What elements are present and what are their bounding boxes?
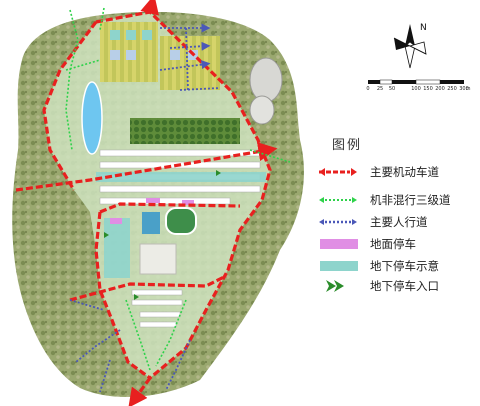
underground-parking-zone [104, 218, 130, 278]
legend-item-main-road: 主要机动车道 [312, 164, 480, 180]
central-plaza [139, 243, 177, 275]
scale-tick: 150 [423, 86, 433, 92]
field-block [110, 50, 120, 60]
surface-parking-swatch [320, 239, 358, 249]
main-road-swatch [319, 168, 357, 176]
field-block [170, 50, 180, 60]
housing-rows-south [131, 289, 183, 328]
legend-item-pedestrian: 主要人行道 [312, 214, 480, 230]
dome-structure [249, 57, 283, 103]
scale-tick: 100 [411, 86, 421, 92]
compass-icon [393, 24, 427, 69]
legend-item-underground-parking: 地下停车示意 [312, 258, 480, 274]
underground-parking-zone [96, 172, 266, 182]
dome-structure [249, 95, 275, 125]
sports-field [165, 207, 197, 235]
legend-label: 主要机动车道 [370, 165, 439, 179]
legend-title: 图例 [332, 138, 363, 153]
scale-tick: 25 [376, 86, 384, 92]
legend-item-underground-entrance: 地下停车入口 [312, 278, 480, 294]
field-block [160, 36, 220, 90]
legend-label: 地面停车 [370, 237, 416, 251]
pedestrian-network [69, 23, 221, 393]
legend-item-mixed-road: 机非混行三级道 [312, 192, 480, 208]
legend-label: 机非混行三级道 [370, 193, 451, 207]
compass-label: N [420, 23, 427, 33]
legend-label: 地下停车入口 [370, 279, 439, 293]
lake [81, 81, 103, 155]
scale-tick: 250 [447, 86, 457, 92]
mixed-road-network [65, 7, 291, 371]
surface-parking-zone [110, 218, 122, 224]
pedestrian-swatch [319, 219, 357, 225]
underground-parking-swatch [320, 261, 358, 271]
legend-label: 主要人行道 [370, 215, 428, 229]
mixed-road-swatch [319, 197, 357, 203]
legend-label: 地下停车示意 [370, 259, 439, 273]
scale-tick: 300 [459, 86, 469, 92]
field-block [142, 30, 152, 40]
scale-tick: 0 [366, 86, 370, 92]
scale-tick: 200 [435, 86, 445, 92]
field-block [126, 30, 136, 40]
field-block [110, 30, 120, 40]
scale-bar-graphic [368, 79, 464, 85]
tree-belt [130, 118, 240, 144]
field-block [126, 50, 136, 60]
legend-item-surface-parking: 地面停车 [312, 236, 480, 252]
surface-parking-zone [182, 200, 194, 205]
surface-parking-zone [146, 198, 160, 203]
scale-tick: 50 [388, 86, 396, 92]
sports-field-court [142, 212, 160, 234]
underground-entrance-marker [104, 170, 221, 300]
underground-entrance-icon [326, 280, 344, 292]
scale-bar: 0 25 50 100 150 200 250 300 m [366, 86, 470, 104]
scale-unit: m [465, 86, 471, 92]
